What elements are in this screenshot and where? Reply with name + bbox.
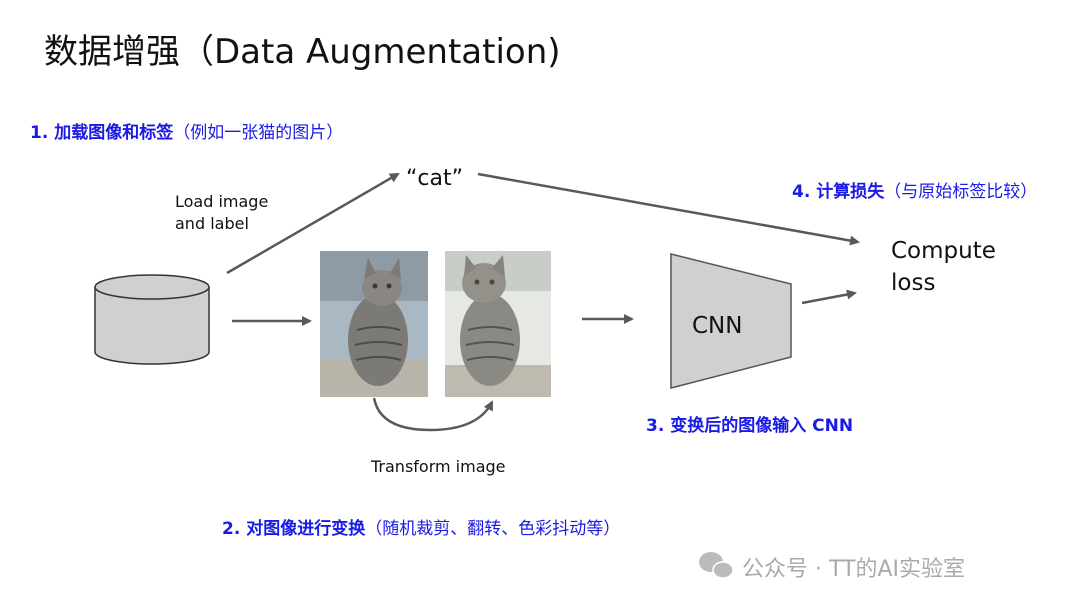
- load-image-label: Load image and label: [175, 191, 268, 235]
- step-4-main: 4. 计算损失: [792, 182, 885, 202]
- load-label-line1: Load image: [175, 192, 269, 211]
- original-cat-image: [320, 251, 428, 397]
- cnn-block: [670, 253, 792, 389]
- step-4-label: 4. 计算损失（与原始标签比较）: [792, 177, 1037, 202]
- step-3-main: 3. 变换后的图像输入 CNN: [646, 416, 854, 436]
- arrow-label-to-loss: [477, 172, 860, 246]
- compute-line1: Compute: [891, 238, 996, 264]
- step-2-note: （随机裁剪、翻转、色彩抖动等）: [365, 519, 621, 539]
- cnn-label: CNN: [692, 313, 743, 339]
- step-1-note: （例如一张猫的图片）: [173, 123, 344, 143]
- step-2-label: 2. 对图像进行变换（随机裁剪、翻转、色彩抖动等）: [222, 514, 620, 539]
- arrow-cnn-to-loss: [801, 289, 857, 305]
- load-label-line2: and label: [175, 214, 249, 233]
- flipped-cat-image: [445, 251, 551, 397]
- transform-arrow: [372, 397, 494, 432]
- database-icon: [94, 274, 210, 365]
- step-1-label: 1. 加载图像和标签（例如一张猫的图片）: [30, 118, 343, 143]
- page-title: 数据增强（Data Augmentation): [44, 32, 561, 72]
- step-2-main: 2. 对图像进行变换: [222, 519, 366, 539]
- step-1-main: 1. 加载图像和标签: [30, 123, 174, 143]
- cat-label: “cat”: [406, 166, 463, 191]
- step-4-note: （与原始标签比较）: [884, 182, 1038, 202]
- compute-line2: loss: [891, 270, 936, 296]
- step-3-label: 3. 变换后的图像输入 CNN: [646, 411, 853, 436]
- compute-loss-label: Compute loss: [891, 235, 996, 299]
- wechat-icon: [699, 552, 734, 579]
- arrow-to-label: [226, 172, 400, 275]
- transform-image-label: Transform image: [371, 457, 506, 476]
- watermark-text: 公众号 · TT的AI实验室: [742, 557, 966, 582]
